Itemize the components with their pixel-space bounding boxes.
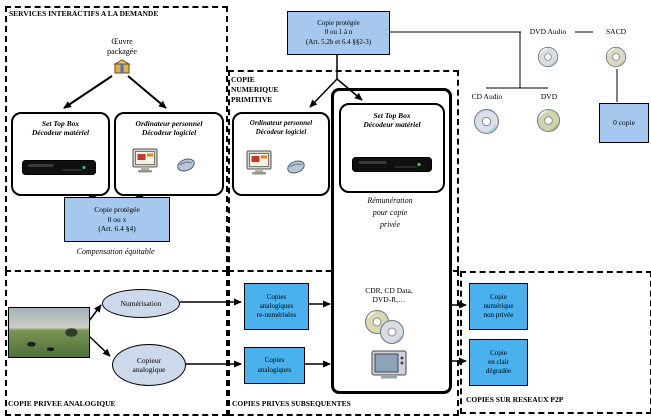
non-private-line2: numérique [483,301,514,310]
services-pc-node: Ordinateur personnel Décodeur logiciel [114,112,224,196]
recordable-media-label: CDR, CD Data, DVD-R,… [337,286,441,305]
renumerised-copies-box: Copies analogiques re-numérisées [244,283,309,330]
mouse-icon [286,160,306,174]
recordable-disc-icon [379,319,405,345]
protected-copy-x-box: Copie protégée 0 ou x (Art. 6.4 §4) [64,197,170,242]
computer-icon [246,150,272,176]
copieur-line1: Copieur [136,356,162,365]
computer-icon [132,148,158,174]
degraded-copy-box: Copie en clair dégradée [469,339,528,386]
protected-copy-1n-box: Copie protégée 0 ou 1 à n (Art. 5.2b et … [287,11,390,55]
region-analog [5,270,228,416]
primitive-pc-title1: Ordinateur personnel [249,119,313,127]
services-pc-title1: Ordinateur personnel [135,119,203,128]
primitive-region-label-line2: NUMERIQUE [231,84,279,94]
renumerised-line3: re-numérisées [256,311,297,320]
dvd-audio-label: DVD Audio [521,27,575,37]
primitive-region-label-line1: COPIE [231,75,255,84]
oeuvre-line1: Œuvre [111,37,133,46]
analog-region-label: COPIE PRIVEE ANALOGIQUE [8,399,116,408]
services-pc-title2: Décodeur logiciel [141,128,197,138]
protected-copy-x-line2: 0 ou x [107,214,127,224]
package-icon [113,58,131,75]
protected-copy-1n-line3: (Art. 5.2b et 6.4 §§2-3) [305,37,372,46]
remuneration-label: Rémunération pour copie privée [341,195,439,231]
dvd-label: DVD [532,92,566,102]
primitive-pc-node: Ordinateur personnel Décodeur logiciel [232,112,330,196]
subsequent-region-label: COPIES PRIVES SUBSEQUENTES [232,399,351,408]
protected-copy-1n-line1: Copie protégée [317,19,360,28]
oeuvre-label: Œuvre packagée [92,37,152,57]
non-private-copy-box: Copie numérique non privée [469,283,528,330]
recordable-media-line2: DVD-R,… [372,295,406,305]
services-settopbox-node: Set Top Box Décodeur matériel [11,112,110,196]
copieur-analogique-ellipse: Copieur analogique [112,344,186,386]
primitive-settopbox-node: Set Top Box Décodeur matériel [339,103,445,193]
numerisation-label: Numérisation [120,299,162,308]
mouse-icon [176,158,196,172]
set-top-box-image [352,157,432,172]
copieur-line2: analogique [132,365,166,374]
services-settopbox-title2: Décodeur matériel [31,128,90,138]
remuneration-line2: pour copie [372,208,408,217]
primitive-pc-title2: Décodeur logiciel [255,127,307,136]
protected-copy-x-line1: Copie protégée [94,204,140,214]
non-private-line3: non privée [483,311,514,320]
protected-copy-x-line3: (Art. 6.4 §4) [98,224,136,234]
zero-copy-label: 0 copie [613,118,635,128]
set-top-box-image [22,160,96,175]
analog-copies-line2: analogiques [257,365,292,374]
landscape-photo [8,307,90,358]
analog-copies-box: Copies analogiques [244,347,305,384]
sacd-label: SACD [596,27,636,37]
cd-audio-disc-icon [473,108,500,135]
tv-icon [371,348,407,380]
analog-copies-line1: Copies [264,356,285,365]
dvd-audio-disc-icon [537,46,559,68]
services-settopbox-title1: Set Top Box [41,119,80,128]
oeuvre-line2: packagée [107,47,137,56]
remuneration-line3: privée [380,220,400,229]
zero-copy-box: 0 copie [599,103,649,143]
degraded-line1: Copie [490,348,507,357]
dvd-disc-icon [536,108,561,133]
primitive-region-label-line3: PRIMITIVE [231,94,273,104]
protected-copy-1n-line2: 0 ou 1 à n [324,28,353,37]
degraded-line3: dégradée [485,367,512,376]
primitive-settopbox-title2: Décodeur matériel [363,120,421,130]
remuneration-line1: Rémunération [367,196,413,205]
renumerised-line2: analogiques [259,301,294,310]
compensation-label: Compensation équitable [76,247,155,256]
non-private-line1: Copie [490,292,507,301]
primitive-settopbox-title1: Set Top Box [373,111,411,120]
recordable-media-line1: CDR, CD Data, [365,286,413,295]
sacd-disc-icon [605,46,627,68]
p2p-region-label: COPIES SUR RESEAUX P2P [466,395,564,404]
primitive-region-label: COPIE NUMERIQUE PRIMITIVE [231,75,279,104]
cd-audio-label: CD Audio [462,92,512,102]
degraded-line2: en clair [488,357,509,366]
numerisation-ellipse: Numérisation [102,289,180,318]
renumerised-line1: Copies [266,292,287,301]
services-region-label: SERVICES INTERACTIFS A LA DEMANDE [9,9,159,18]
